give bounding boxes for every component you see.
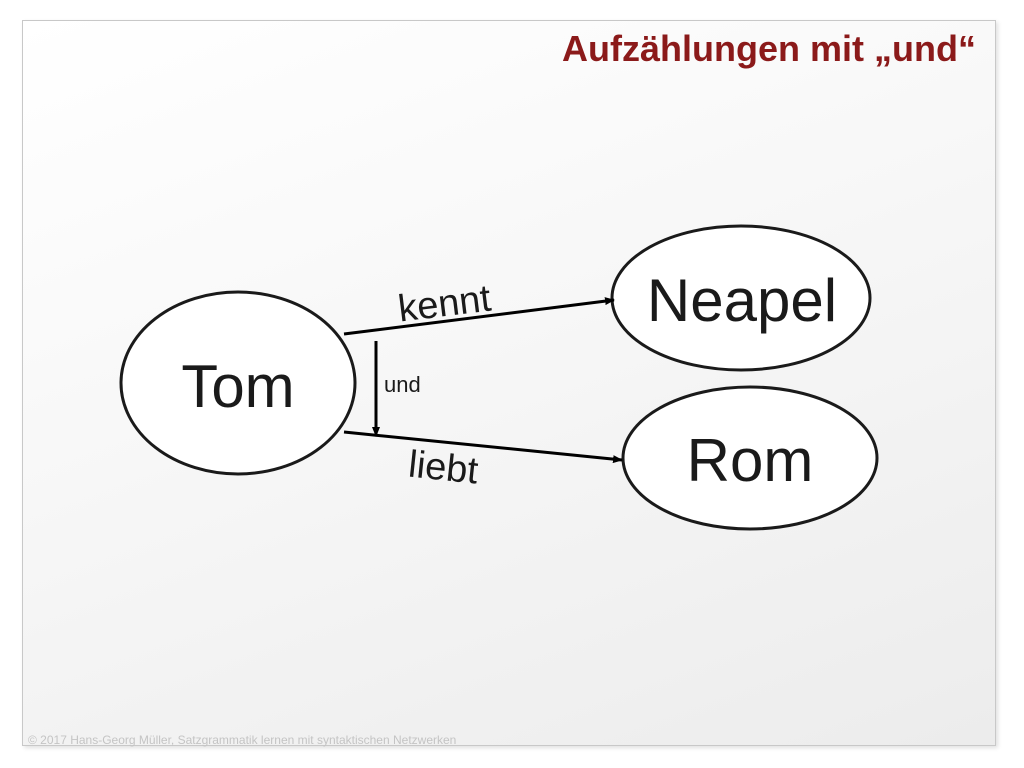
edge-liebt-arrow <box>343 430 623 464</box>
node-tom-ellipse <box>119 290 357 476</box>
edge-liebt-label: liebt <box>406 444 480 493</box>
edge-und-label: und <box>384 372 421 397</box>
node-neapel-label: Neapel <box>647 267 837 334</box>
node-tom-label: Tom <box>181 353 294 420</box>
edge-kennt-arrow <box>343 297 615 336</box>
edge-kennt-label: kennt <box>396 278 494 331</box>
slide-footer-copyright: © 2017 Hans-Georg Müller, Satzgrammatik … <box>28 733 457 747</box>
node-rom-ellipse <box>621 385 879 531</box>
node-rom-label: Rom <box>687 427 814 494</box>
slide-title: Aufzählungen mit „und“ <box>562 28 976 69</box>
